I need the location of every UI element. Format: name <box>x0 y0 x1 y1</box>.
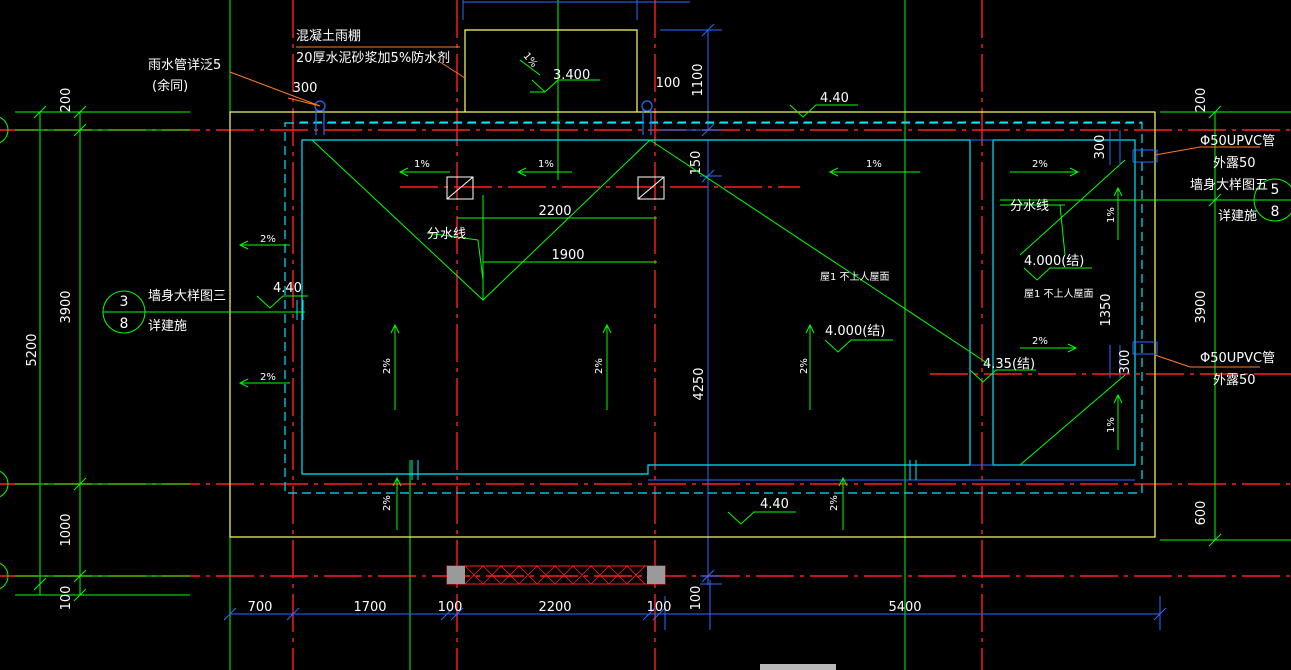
slope-arrows <box>238 59 1123 530</box>
elev-3400: 3.400 <box>553 68 590 83</box>
pipe-rects <box>1109 130 1158 378</box>
canopy-outline <box>464 29 638 112</box>
slope-1: 1% <box>414 159 430 170</box>
outer-outline <box>229 111 1156 538</box>
dim-inner-1900: 1900 <box>551 248 584 263</box>
detail-bubble-right[interactable]: 5 8 <box>1000 178 1291 222</box>
label-pipe-2a: Φ50UPVC管 <box>1200 351 1275 366</box>
dim-inner-2200: 2200 <box>538 204 571 219</box>
right-roof-outline <box>992 139 1136 466</box>
label-roof-type-1: 屋1 不上人屋面 <box>820 271 890 283</box>
slope-14: 2% <box>382 495 393 511</box>
slope-8: 2% <box>382 358 393 374</box>
slope-7: 2% <box>1032 336 1048 347</box>
dim-bottom-5400: 5400 <box>888 600 921 615</box>
dim-right-600: 600 <box>1194 501 1209 526</box>
slope-15: 2% <box>829 495 840 511</box>
slope-10: 2% <box>799 358 810 374</box>
dim-bottom-100b: 100 <box>647 600 672 615</box>
label-divide-line-2: 分水线 <box>1010 199 1049 214</box>
detail-left-bottom: 8 <box>120 316 129 332</box>
label-wall-detail-left-2: 详建施 <box>148 319 187 334</box>
parapet-dashed <box>284 122 1143 494</box>
left-dimension-chain <box>33 105 87 602</box>
dim-inner-4250: 4250 <box>692 367 707 400</box>
label-rain-pipe-1: 雨水管详泛5 <box>148 58 221 73</box>
label-wall-detail-right-1: 墙身大样图五 <box>1190 177 1268 193</box>
right-dimension-chain <box>1208 105 1222 547</box>
dim-bottom-2200: 2200 <box>538 600 571 615</box>
dim-bottom-100c: 100 <box>689 586 704 611</box>
detail-right-top: 5 <box>1271 182 1280 198</box>
axis-bubbles-left <box>0 116 9 590</box>
pipe-leaders <box>229 46 1260 368</box>
elevation-markers <box>256 79 1092 525</box>
dim-bottom-700: 700 <box>248 600 273 615</box>
slope-9: 2% <box>594 358 605 374</box>
dim-inner-300b: 300 <box>1118 350 1133 375</box>
dim-top-100: 100 <box>656 76 681 91</box>
label-pipe-2b: 外露50 <box>1213 373 1256 388</box>
slope-5: 2% <box>260 234 276 245</box>
wall-ticks <box>296 121 1142 480</box>
detail-left-top: 3 <box>120 294 129 310</box>
label-canopy-1: 混凝土雨棚 <box>296 28 361 44</box>
label-wall-detail-right-2: 详建施 <box>1218 209 1257 224</box>
elev-4000-b: 4.000(结) <box>1024 254 1084 269</box>
rain-pipe-1 <box>314 100 326 135</box>
dim-top-1100: 1100 <box>691 63 706 96</box>
rain-pipe-2 <box>641 100 653 135</box>
slope-6: 2% <box>260 372 276 383</box>
column-1 <box>446 176 474 200</box>
drainage-lines <box>311 139 1126 466</box>
dim-bottom-1700: 1700 <box>353 600 386 615</box>
slope-11: 1% <box>1106 207 1117 223</box>
bottom-scroll-hint[interactable] <box>760 664 836 670</box>
elev-440-left: 4.40 <box>273 281 302 296</box>
top-dimension-lines <box>462 0 722 630</box>
dim-right-200: 200 <box>1194 88 1209 113</box>
detail-right-bottom: 8 <box>1271 204 1280 220</box>
detail-bubble-left[interactable]: 3 8 <box>102 290 305 334</box>
elev-440-bottom: 4.40 <box>760 497 789 512</box>
dim-left-5200: 5200 <box>25 333 40 366</box>
canopy-roof-beams <box>648 139 1135 481</box>
bottom-dimension-chain <box>223 596 1167 630</box>
dim-left-3900: 3900 <box>59 290 74 323</box>
label-canopy-2: 20厚水泥砂浆加5%防水剂 <box>296 50 450 66</box>
dim-left-200: 200 <box>59 88 74 113</box>
dim-inner-300a: 300 <box>1093 135 1108 160</box>
dim-bottom-100a: 100 <box>438 600 463 615</box>
slope-13: 1% <box>521 51 540 70</box>
label-pipe-1b: 外露50 <box>1213 156 1256 171</box>
label-roof-type-2: 屋1 不上人屋面 <box>1024 288 1094 300</box>
elev-440-top: 4.40 <box>820 91 849 106</box>
label-wall-detail-left-1: 墙身大样图三 <box>148 288 226 304</box>
elev-4000-a: 4.000(结) <box>825 324 885 339</box>
slope-2: 1% <box>538 159 554 170</box>
elev-435: 4.35(结) <box>983 357 1035 372</box>
dim-inner-1350: 1350 <box>1099 293 1114 326</box>
dim-left-1000: 1000 <box>59 513 74 546</box>
label-divide-line-1: 分水线 <box>427 227 466 242</box>
inner-roof-outline <box>301 139 971 475</box>
dim-right-3900: 3900 <box>1194 290 1209 323</box>
dim-top-300: 300 <box>293 81 318 96</box>
label-rain-pipe-2: (余同) <box>152 78 188 94</box>
dim-left-100: 100 <box>59 586 74 611</box>
slope-12: 1% <box>1106 417 1117 433</box>
hatched-beam <box>446 565 666 585</box>
column-2 <box>637 176 665 200</box>
label-pipe-1a: Φ50UPVC管 <box>1200 134 1275 149</box>
dim-top-150: 150 <box>689 151 704 176</box>
slope-4: 2% <box>1032 159 1048 170</box>
slope-3: 1% <box>866 159 882 170</box>
